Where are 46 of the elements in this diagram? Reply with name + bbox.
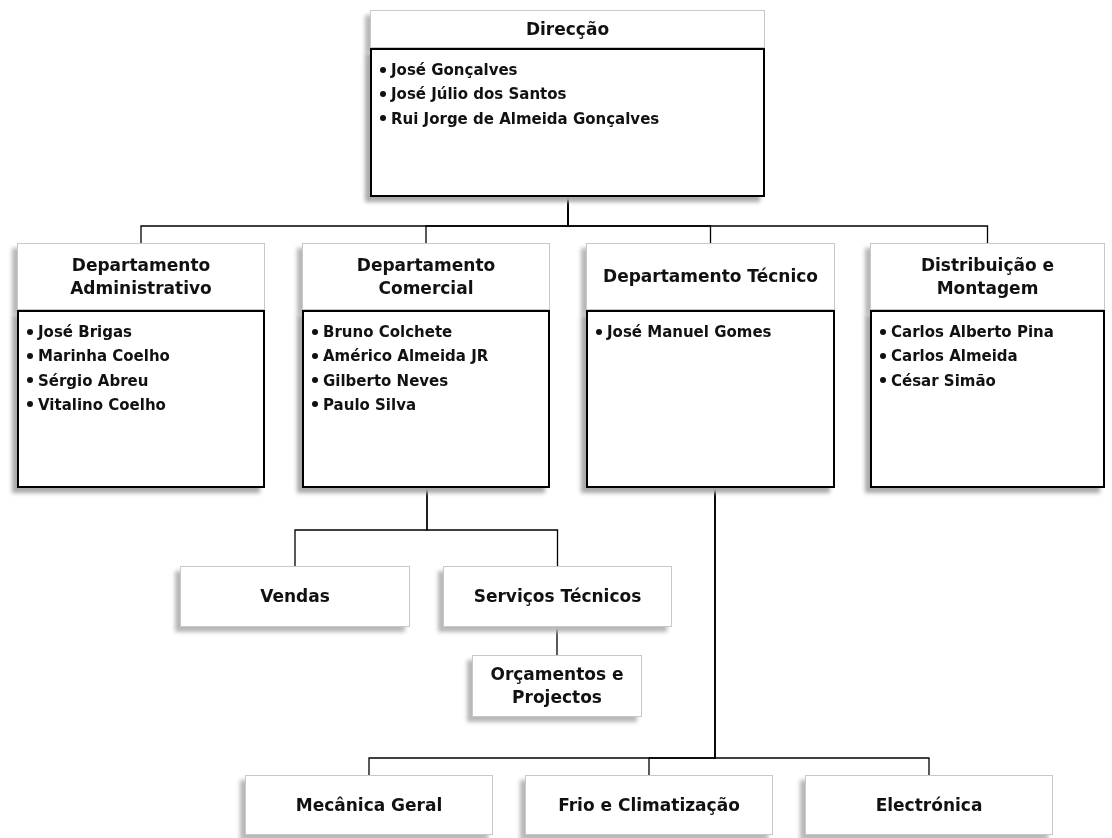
connector-line [556,626,558,656]
member-name: Paulo Silva [323,395,417,414]
member-list-box [370,48,765,197]
box-title: Departamento Administrativo [69,253,213,300]
department-box [302,243,550,310]
member-name: José Brigas [38,323,132,341]
department-box [370,10,765,48]
connector-line [714,487,930,776]
member-name: Marinha Coelho [38,347,170,366]
department-box [245,775,493,835]
box-title: Frio e Climatização [558,793,740,817]
box-title: Departamento Técnico [603,265,818,288]
box-title: Departamento Comercial [355,253,497,300]
member-name: Rui Jorge de Almeida Gonçalves [391,109,660,128]
member-name: Sérgio Abreu [38,371,149,390]
member-name: Américo Almeida JR [323,347,489,366]
member-list-box [17,310,265,488]
department-box [525,775,773,835]
box-title: Electrónica [875,793,983,817]
member-name: Vitalino Coelho [38,395,166,414]
member-list-box [870,310,1105,488]
member-list-box [302,310,550,488]
connector-line [567,196,989,244]
connector-line [426,487,559,567]
member-name: Carlos Almeida [891,347,1018,366]
department-box [805,775,1053,835]
department-box [586,243,835,310]
box-title: Distribuição e Montagem [919,253,1056,300]
box-title: Serviços Técnicos [473,585,642,608]
member-name: José Júlio dos Santos [391,85,567,104]
member-name: José Gonçalves [391,61,518,79]
department-box [443,566,672,627]
department-box [180,566,410,627]
member-list-box [586,310,835,488]
box-title: Vendas [260,585,330,608]
member-name: Carlos Alberto Pina [891,323,1054,341]
box-title: Direcção [525,17,610,41]
member-name: Bruno Colchete [323,323,453,341]
box-title: Orçamentos e Projectos [489,663,625,709]
department-box [870,243,1105,310]
department-box [472,655,642,717]
member-name: Gilberto Neves [323,371,449,390]
member-name: César Simão [891,371,996,390]
box-title: Mecânica Geral [295,793,443,817]
member-name: José Manuel Gomes [607,323,772,341]
department-box [17,243,265,310]
